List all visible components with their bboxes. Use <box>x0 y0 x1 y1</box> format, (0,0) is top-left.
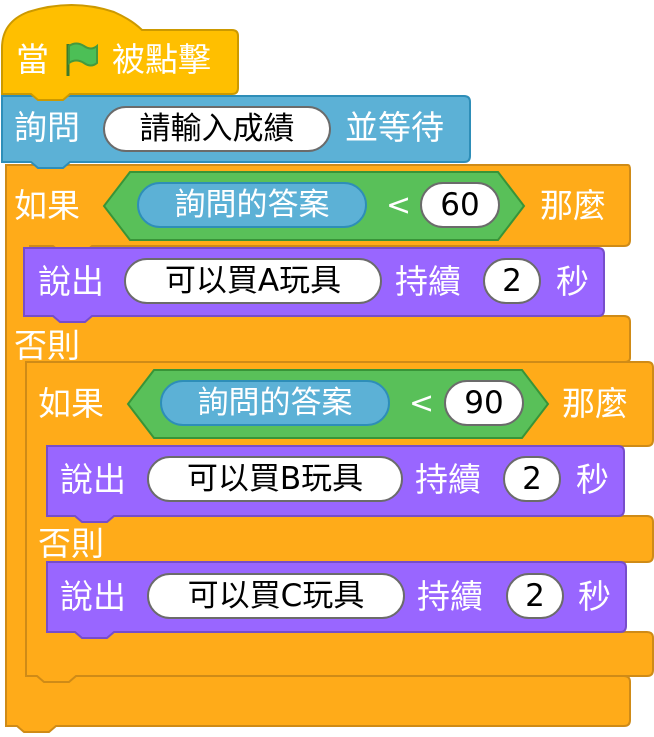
say-a-label: 說出 <box>38 262 104 301</box>
if-else-block-outer[interactable] <box>5 164 631 733</box>
if2-value-input[interactable]: 90 <box>444 380 524 426</box>
if1-label: 如果 <box>14 186 80 225</box>
say-b-label: 說出 <box>60 460 126 499</box>
if1-answer-reporter[interactable]: 詢問的答案 <box>137 182 367 228</box>
hat-when-label: 當 <box>16 40 49 79</box>
say-a-message-input[interactable]: 可以買A玩具 <box>124 258 382 304</box>
if-else-block-inner[interactable] <box>25 361 654 683</box>
say-c-message-input[interactable]: 可以買C玩具 <box>147 573 405 619</box>
ask-label: 詢問 <box>14 108 80 147</box>
ask-question-input[interactable]: 請輸入成績 <box>103 106 331 152</box>
say-c-secs-input[interactable]: 2 <box>506 573 564 619</box>
say-c-for-label: 持續 <box>417 577 483 616</box>
say-a-secs-label: 秒 <box>556 262 589 301</box>
say-b-secs-input[interactable]: 2 <box>503 456 561 502</box>
say-b-secs-label: 秒 <box>576 460 609 499</box>
if1-else-label: 否則 <box>14 326 80 365</box>
if2-then-label: 那麼 <box>562 384 628 423</box>
if2-else-label: 否則 <box>38 524 104 563</box>
if2-operator: < <box>409 386 435 421</box>
if2-answer-reporter[interactable]: 詢問的答案 <box>160 380 390 426</box>
when-flag-clicked-hat-block[interactable] <box>1 4 239 101</box>
if2-label: 如果 <box>38 384 104 423</box>
say-b-for-label: 持續 <box>415 460 481 499</box>
green-flag-icon <box>66 42 98 76</box>
ask-and-wait-label: 並等待 <box>345 108 444 147</box>
if1-then-label: 那麼 <box>540 186 606 225</box>
say-a-secs-input[interactable]: 2 <box>483 258 541 304</box>
say-b-message-input[interactable]: 可以買B玩具 <box>147 456 403 502</box>
if1-operator: < <box>386 188 412 223</box>
if1-value-input[interactable]: 60 <box>420 182 500 228</box>
say-c-secs-label: 秒 <box>578 577 611 616</box>
hat-clicked-label: 被點擊 <box>112 40 211 79</box>
say-c-label: 說出 <box>60 577 126 616</box>
say-a-for-label: 持續 <box>395 262 461 301</box>
